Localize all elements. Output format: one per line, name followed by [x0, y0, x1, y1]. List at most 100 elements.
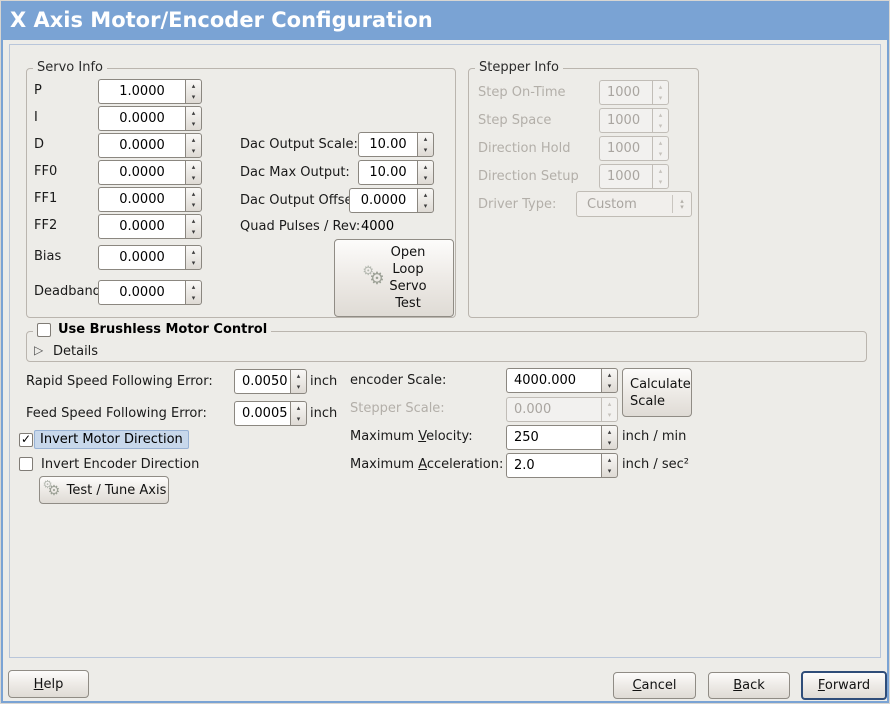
ff2-spin-buttons[interactable]: ▴▾	[185, 214, 202, 239]
ff1-spin-buttons[interactable]: ▴▾	[185, 187, 202, 212]
i-spin-buttons[interactable]: ▴▾	[185, 106, 202, 131]
dac-max-output-spinbox[interactable]: 10.00 ▴▾	[358, 160, 434, 185]
feed-following-error-input[interactable]: 0.0005	[234, 401, 290, 426]
spin-up-icon[interactable]: ▴	[607, 455, 612, 464]
feed-spin-buttons[interactable]: ▴▾	[290, 401, 307, 426]
d-spinbox[interactable]: 0.0000 ▴▾	[98, 133, 202, 158]
dac-output-offset-spin-buttons[interactable]: ▴▾	[417, 188, 434, 213]
spin-down-icon[interactable]: ▾	[296, 383, 301, 392]
spin-down-icon[interactable]: ▾	[607, 382, 612, 391]
ff1-spinbox[interactable]: 0.0000 ▴▾	[98, 187, 202, 212]
acceleration-spin-buttons[interactable]: ▴▾	[601, 453, 618, 478]
ff2-spinbox[interactable]: 0.0000 ▴▾	[98, 214, 202, 239]
dac-output-scale-input[interactable]: 10.00	[358, 132, 417, 157]
ff0-spinbox[interactable]: 0.0000 ▴▾	[98, 160, 202, 185]
spin-down-icon[interactable]: ▾	[423, 174, 428, 183]
use-brushless-checkbox[interactable]	[37, 322, 51, 337]
spin-down-icon: ▾	[658, 178, 663, 187]
spin-up-icon[interactable]: ▴	[296, 371, 301, 380]
i-input[interactable]: 0.0000	[98, 106, 185, 131]
spin-down-icon[interactable]: ▾	[607, 439, 612, 448]
dac-max-output-input[interactable]: 10.00	[358, 160, 417, 185]
expander-arrow-icon[interactable]: ▷	[34, 343, 44, 357]
spin-down-icon[interactable]: ▾	[423, 202, 428, 211]
spin-up-icon[interactable]: ▴	[191, 216, 196, 225]
bias-spinbox[interactable]: 0.0000 ▴▾	[98, 245, 202, 270]
encoder-scale-spinbox[interactable]: 4000.000 ▴▾	[506, 368, 618, 393]
ff0-input[interactable]: 0.0000	[98, 160, 185, 185]
spin-down-icon[interactable]: ▾	[607, 467, 612, 476]
spin-down-icon[interactable]: ▾	[191, 294, 196, 303]
ff1-input[interactable]: 0.0000	[98, 187, 185, 212]
dac-output-offset-spinbox[interactable]: 0.0000 ▴▾	[349, 188, 434, 213]
spin-up-icon[interactable]: ▴	[296, 403, 301, 412]
ff0-spin-buttons[interactable]: ▴▾	[185, 160, 202, 185]
spin-up-icon[interactable]: ▴	[423, 134, 428, 143]
invert-encoder-checkbox[interactable]	[19, 457, 33, 471]
ff2-input[interactable]: 0.0000	[98, 214, 185, 239]
dac-max-output-spin-buttons[interactable]: ▴▾	[417, 160, 434, 185]
spin-down-icon[interactable]: ▾	[191, 228, 196, 237]
maximum-velocity-spinbox[interactable]: 250 ▴▾	[506, 425, 618, 450]
bias-input[interactable]: 0.0000	[98, 245, 185, 270]
spin-up-icon[interactable]: ▴	[607, 427, 612, 436]
calculate-scale-button[interactable]: Calculate Scale	[622, 368, 692, 417]
cancel-button[interactable]: Cancel	[613, 672, 696, 699]
details-expander[interactable]: Details	[53, 344, 99, 359]
driver-type-label: Driver Type:	[478, 197, 557, 212]
deadband-spin-buttons[interactable]: ▴▾	[185, 280, 202, 305]
dac-output-scale-spin-buttons[interactable]: ▴▾	[417, 132, 434, 157]
back-button[interactable]: Back	[708, 672, 790, 699]
spin-up-icon[interactable]: ▴	[191, 81, 196, 90]
invert-motor-label[interactable]: Invert Motor Direction	[34, 430, 189, 449]
spin-down-icon[interactable]: ▾	[191, 147, 196, 156]
p-spin-buttons[interactable]: ▴▾	[185, 79, 202, 104]
spin-down-icon[interactable]: ▾	[423, 146, 428, 155]
spin-up-icon[interactable]: ▴	[191, 135, 196, 144]
help-button[interactable]: Help	[8, 670, 89, 698]
d-spin-buttons[interactable]: ▴▾	[185, 133, 202, 158]
deadband-input[interactable]: 0.0000	[98, 280, 185, 305]
spin-up-icon[interactable]: ▴	[191, 247, 196, 256]
forward-button[interactable]: Forward	[801, 671, 887, 700]
p-input[interactable]: 1.0000	[98, 79, 185, 104]
test-tune-axis-button[interactable]: ⚙ ⚙ Test / Tune Axis	[39, 476, 169, 504]
spin-up-icon[interactable]: ▴	[423, 190, 428, 199]
spin-up-icon[interactable]: ▴	[191, 108, 196, 117]
p-spinbox[interactable]: 1.0000 ▴▾	[98, 79, 202, 104]
invert-motor-checkbox[interactable]: ✓	[19, 432, 33, 447]
dac-output-offset-input[interactable]: 0.0000	[349, 188, 417, 213]
invert-encoder-label[interactable]: Invert Encoder Direction	[41, 457, 200, 472]
spin-down-icon[interactable]: ▾	[191, 174, 196, 183]
spin-down-icon[interactable]: ▾	[191, 259, 196, 268]
spin-up-icon[interactable]: ▴	[191, 282, 196, 291]
rapid-following-error-spinbox[interactable]: 0.0050 ▴▾	[234, 369, 307, 394]
spin-up-icon[interactable]: ▴	[191, 189, 196, 198]
spin-down-icon[interactable]: ▾	[191, 93, 196, 102]
spin-up-icon[interactable]: ▴	[423, 162, 428, 171]
deadband-spinbox[interactable]: 0.0000 ▴▾	[98, 280, 202, 305]
spin-up-icon[interactable]: ▴	[191, 162, 196, 171]
d-input[interactable]: 0.0000	[98, 133, 185, 158]
i-spinbox[interactable]: 0.0000 ▴▾	[98, 106, 202, 131]
rapid-following-error-input[interactable]: 0.0050	[234, 369, 290, 394]
maximum-acceleration-input[interactable]: 2.0	[506, 453, 601, 478]
encoder-scale-input[interactable]: 4000.000	[506, 368, 601, 393]
spin-down-icon: ▾	[658, 94, 663, 103]
maximum-acceleration-spinbox[interactable]: 2.0 ▴▾	[506, 453, 618, 478]
spin-up-icon[interactable]: ▴	[607, 370, 612, 379]
stepper-scale-spin-buttons: ▴▾	[601, 397, 618, 422]
direction-hold-spin-buttons: ▴▾	[652, 136, 669, 161]
spin-down-icon[interactable]: ▾	[296, 415, 301, 424]
bias-spin-buttons[interactable]: ▴▾	[185, 245, 202, 270]
rapid-spin-buttons[interactable]: ▴▾	[290, 369, 307, 394]
spin-down-icon[interactable]: ▾	[191, 201, 196, 210]
open-loop-servo-test-button[interactable]: ⚙ ⚙ Open Loop Servo Test	[334, 239, 454, 317]
spin-down-icon[interactable]: ▾	[191, 120, 196, 129]
dac-output-scale-spinbox[interactable]: 10.00 ▴▾	[358, 132, 434, 157]
maximum-velocity-input[interactable]: 250	[506, 425, 601, 450]
encoder-scale-spin-buttons[interactable]: ▴▾	[601, 368, 618, 393]
feed-following-error-spinbox[interactable]: 0.0005 ▴▾	[234, 401, 307, 426]
maximum-acceleration-label: Maximum Acceleration:	[350, 457, 504, 472]
velocity-spin-buttons[interactable]: ▴▾	[601, 425, 618, 450]
